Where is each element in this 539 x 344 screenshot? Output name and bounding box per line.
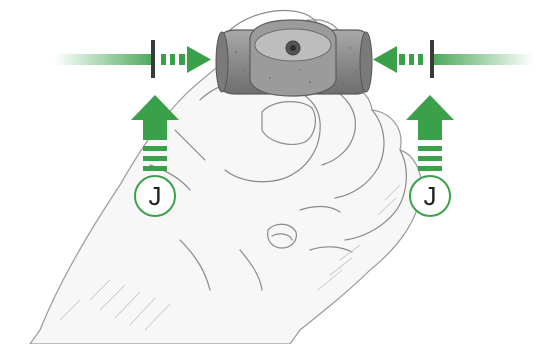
left-callout-group: J [131,95,179,217]
right-pipe [434,54,534,65]
callout-circle-left [134,175,176,217]
left-insertion-marker [151,40,155,78]
right-callout-group: J [406,95,454,217]
arrow-up-icon [406,95,454,171]
callout-label-left: J [149,181,162,211]
left-pipe [55,54,153,65]
callout-label-right: J [424,181,437,211]
coupling-fitting [215,19,373,97]
arrow-right-icon [161,46,211,73]
callout-circle-right [409,175,451,217]
right-pipe-insertion [373,40,534,78]
right-insertion-marker [430,40,434,78]
hand-sketch [29,9,422,344]
arrow-up-icon [131,95,179,171]
left-pipe-insertion [55,40,211,78]
arrow-left-icon [373,46,423,73]
